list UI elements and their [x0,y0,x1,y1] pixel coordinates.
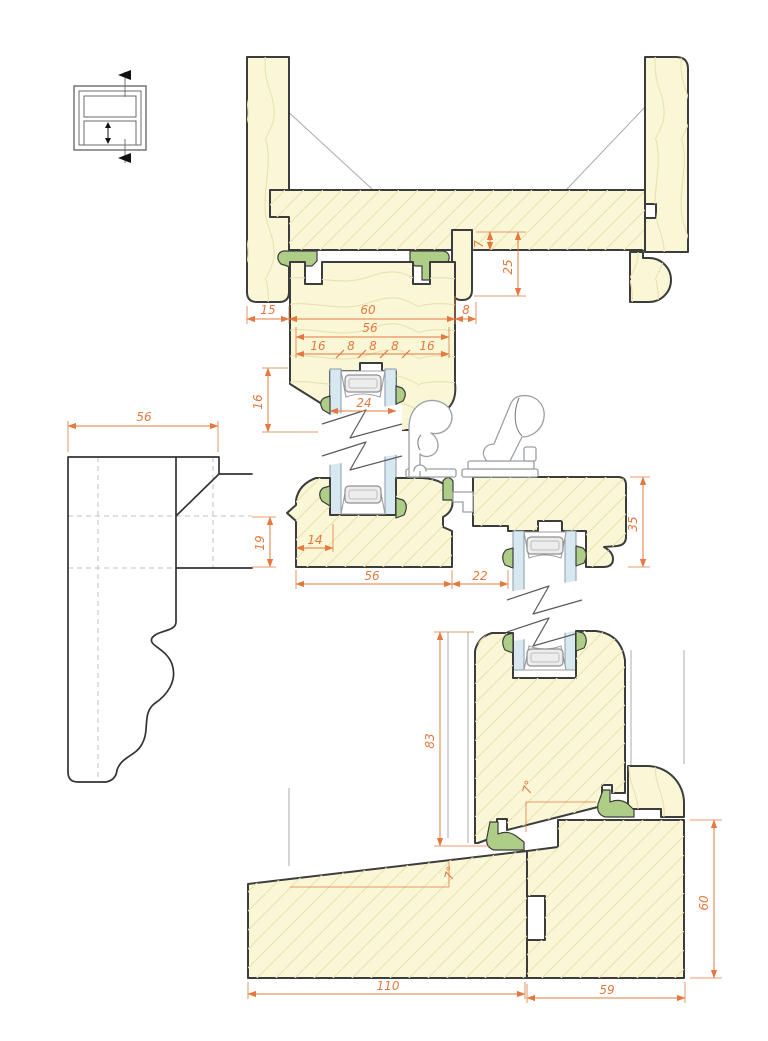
glass-break-line [321,409,403,439]
dim-rebate-h: 16 [251,394,265,410]
meeting-rail-top-sash [286,476,454,568]
dim-top-rail: 56 [362,321,378,335]
profile-outline [67,456,253,783]
glass-break-line [321,441,403,471]
fastener-keep-plate [461,468,539,478]
construction-lines [282,106,685,866]
dim-staff-h: 35 [626,516,640,531]
dim-slope-b: 7° [442,865,459,882]
outer-lining [246,56,290,303]
sill-seal-left [486,821,525,851]
glazing-unit-bottom-sash [502,530,587,671]
bottom-rail-lower-sash [474,630,626,844]
glazing-seal [575,630,587,652]
dim-meet-w: 56 [364,569,380,583]
spacer-bar [344,374,382,393]
window-outline [73,85,147,151]
fastener-pivot [523,446,537,462]
glazing-seal [502,632,514,654]
section-indicator-icon [73,70,147,163]
head-assembly [246,56,689,303]
glazing-seal [319,485,331,507]
dim-glz-left: 16 [310,339,326,353]
dim-head-groove: 7 [472,240,486,248]
dim-bottom-rail-h: 83 [423,733,437,748]
dim-cill-w: 59 [599,983,614,997]
inner-sill [247,850,528,979]
upper-sash-pane [83,95,137,118]
dim-tick-marks [335,349,411,359]
spacer-bar [526,648,564,667]
glazing-seal [502,547,514,569]
meeting-seal [442,476,454,501]
dim-profile-w: 56 [136,410,152,424]
inner-lining [644,56,689,253]
dimension-annotations: 7 25 15 60 8 56 16 8 8 8 16 16 [67,231,722,1003]
dim-profile-h: 19 [253,535,267,550]
dim-top-rail-overall: 60 [360,303,376,317]
dim-meet-lap: 22 [472,569,487,583]
dim-unit: 24 [356,396,371,410]
outer-cill [526,819,685,979]
dim-head-bead: 25 [501,259,515,274]
dim-glz-gap: 8 [369,339,377,353]
sill-seal-right [597,789,635,818]
slide-direction-arrow-icon [105,122,111,144]
dim-bead-offset: 8 [462,303,470,317]
dim-glz-right: 16 [419,339,435,353]
section-arrow-top-icon [118,70,131,80]
dim-glz-p2: 8 [391,339,399,353]
glass-break-line [506,585,583,615]
dim-outer-lining: 15 [260,303,275,317]
dim-glz-p1: 8 [347,339,355,353]
dim-slope-a: 7° [520,779,537,796]
fastener-hook [408,399,453,478]
dim-sill-w: 110 [377,979,400,993]
glass-break-line [506,617,583,647]
meeting-rail-bottom-sash [452,476,627,568]
spacer-bar [526,536,564,555]
dim-cill-h: 60 [697,895,711,911]
glazing-seal [575,545,587,567]
cill-bullnose [627,764,685,818]
sash-fastener [405,394,545,478]
dim-meet-left: 14 [307,533,322,547]
profile-drawing [67,456,253,783]
sill-assembly [247,764,685,979]
staff-bead-head [629,251,672,303]
glazing-seal [320,395,331,415]
fastener-knob [482,394,545,462]
glazing-seal [395,497,407,519]
section-arrow-bottom-icon [118,153,131,163]
spacer-bar [344,485,382,504]
glazing-unit-top-sash [320,368,406,516]
lower-sash-pane [83,120,137,146]
parting-seal-carrier [452,491,474,513]
glazing-seal [395,385,406,405]
